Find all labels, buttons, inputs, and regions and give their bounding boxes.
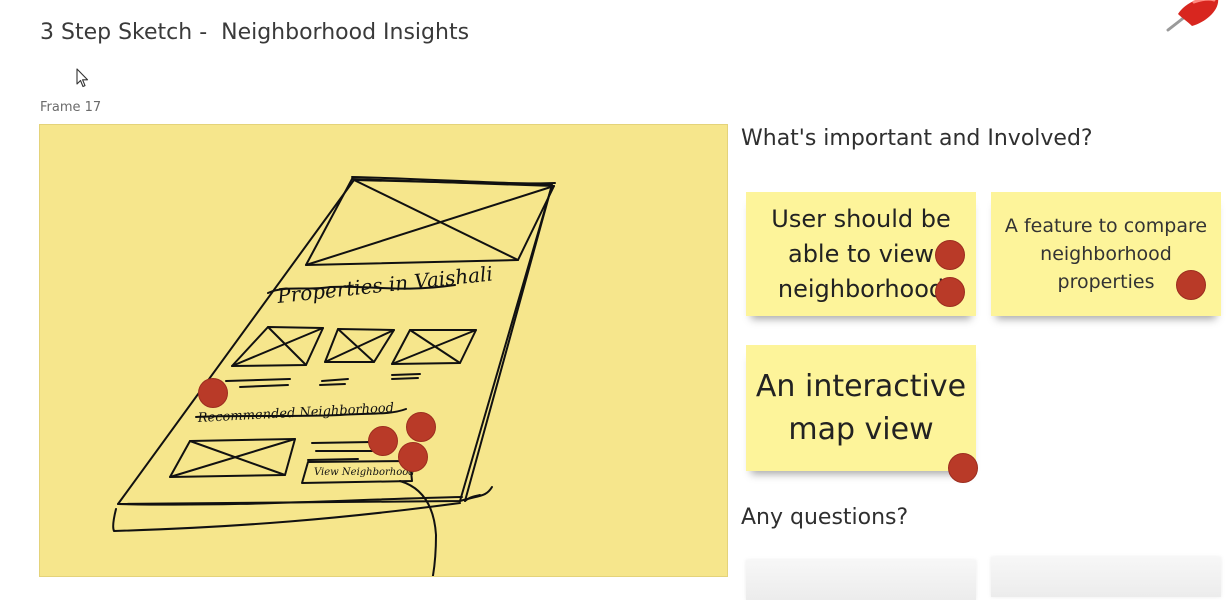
sticky-note-text: User should be able to view neighborhood <box>771 204 951 303</box>
vote-dot-icon[interactable] <box>948 453 978 483</box>
section-heading-important: What's important and Involved? <box>741 126 1093 151</box>
sketch-view-button-label: View Neighborhood <box>314 467 415 478</box>
vote-dot-icon[interactable] <box>406 412 436 442</box>
sketch-recommended-label: Recommended Neighborhood <box>196 401 394 426</box>
frame-17[interactable]: Properties in Vaishali Recommended Neigh… <box>39 124 728 577</box>
vote-dot-icon[interactable] <box>935 240 965 270</box>
sticky-note-interactive-map[interactable]: An interactive map view <box>746 345 976 471</box>
board-title: 3 Step Sketch - Neighborhood Insights <box>40 20 470 45</box>
sticky-note-empty[interactable] <box>991 557 1221 597</box>
vote-dot-icon[interactable] <box>1176 270 1206 300</box>
frame-label: Frame 17 <box>40 100 102 115</box>
sticky-note-text: A feature to compare neighborhood proper… <box>1004 215 1208 293</box>
vote-dot-icon[interactable] <box>368 426 398 456</box>
sketch-properties-label: Properties in Vaishali <box>275 261 494 308</box>
section-heading-questions: Any questions? <box>741 505 909 530</box>
sticky-note-empty[interactable] <box>746 560 976 600</box>
phone-wireframe-sketch: Properties in Vaishali Recommended Neigh… <box>112 176 556 576</box>
arrow-cursor-icon <box>76 68 90 92</box>
vote-dot-icon[interactable] <box>198 378 228 408</box>
vote-dot-icon[interactable] <box>398 442 428 472</box>
push-pin-icon[interactable] <box>1160 0 1228 40</box>
vote-dot-icon[interactable] <box>935 277 965 307</box>
sticky-note-text: An interactive map view <box>755 369 967 447</box>
